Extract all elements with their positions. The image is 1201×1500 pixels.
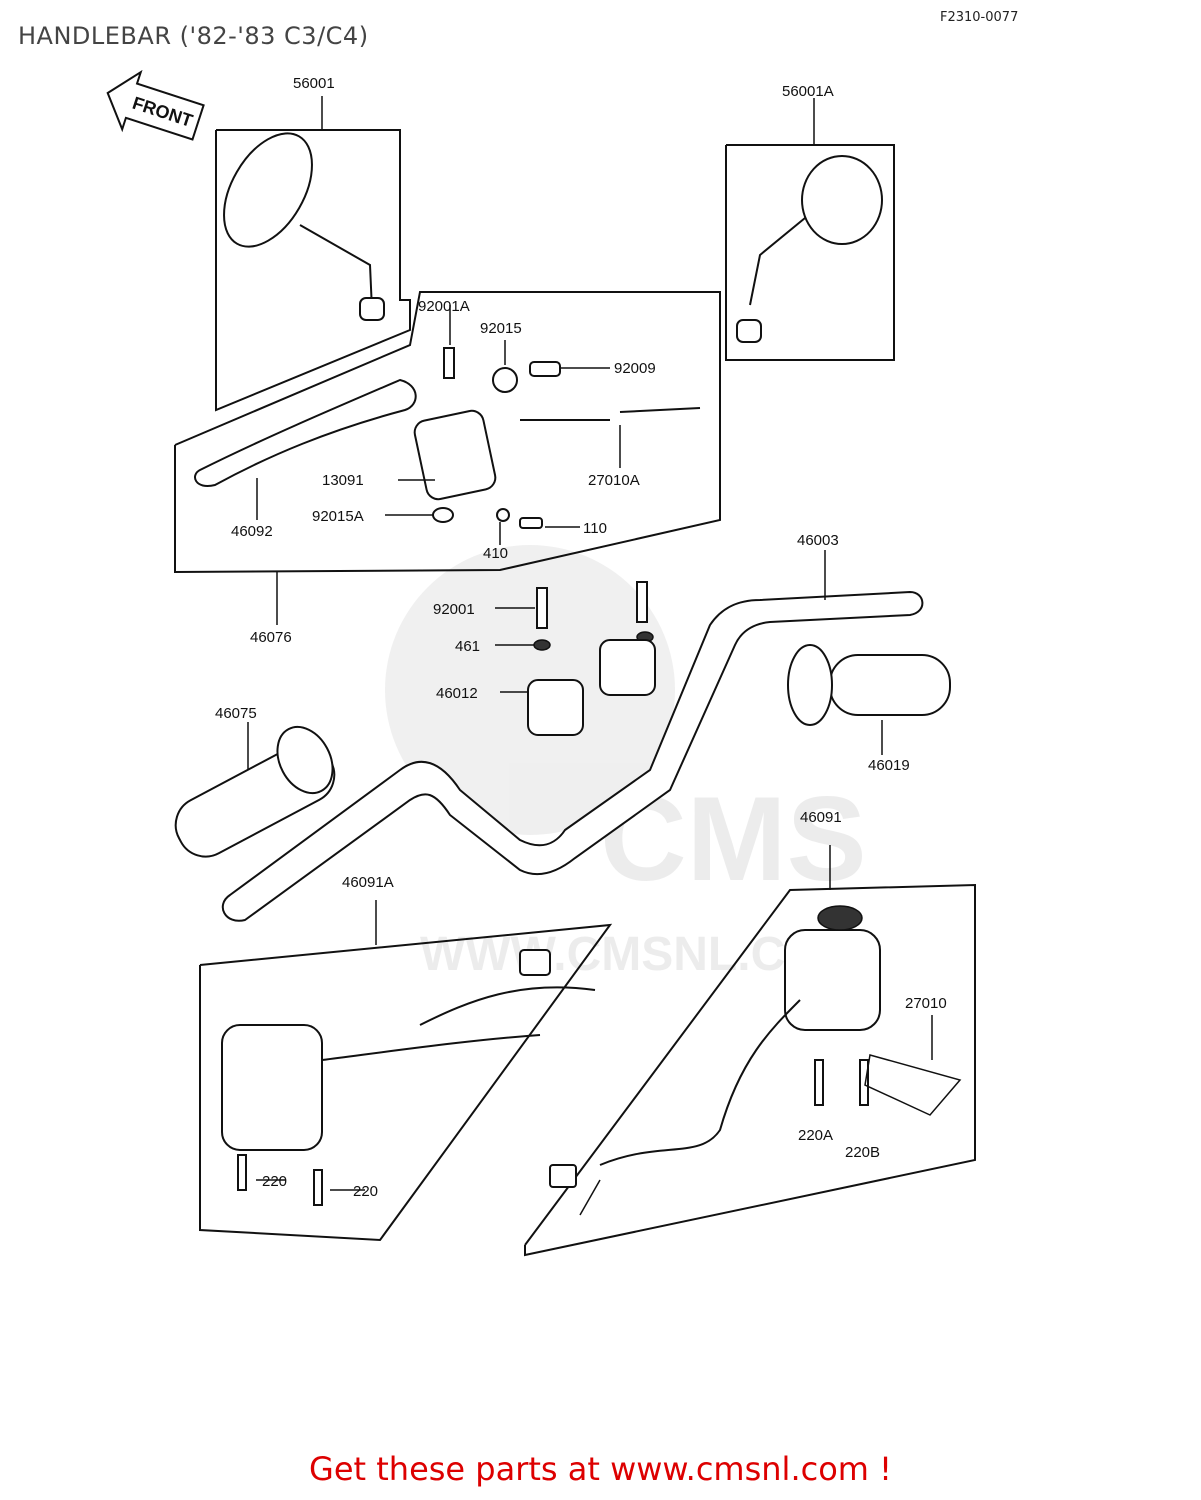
part-label: 110 <box>583 520 607 537</box>
part-label: 46091A <box>342 874 394 891</box>
part-label: 220 <box>353 1183 378 1200</box>
lever-icon <box>194 378 417 487</box>
part-label: 27010A <box>588 472 640 489</box>
part-label: 46019 <box>868 757 910 774</box>
part-label: 92009 <box>614 360 656 377</box>
part-label: 46012 <box>436 685 478 702</box>
part-label: 46076 <box>250 629 292 646</box>
part-label: 46091 <box>800 809 842 826</box>
right-grip-icon <box>787 644 951 755</box>
part-labels: 56001 56001A 92001A 92015 92009 13091 27… <box>215 75 947 1200</box>
part-label: 92001 <box>433 601 475 618</box>
left-switch-housing-icon <box>221 1024 323 1151</box>
right-mirror-group <box>725 98 895 361</box>
left-switch-group <box>199 900 613 1242</box>
diagram-code: F2310-0077 <box>940 10 1019 25</box>
front-arrow: FRONT <box>106 69 205 141</box>
master-cylinder-icon <box>413 409 497 501</box>
part-label: 220A <box>798 1127 833 1144</box>
handlebar-icon <box>221 550 924 922</box>
page-title: HANDLEBAR ('82-'83 C3/C4) <box>18 22 369 50</box>
part-label: 46003 <box>797 532 839 549</box>
part-label: 220 <box>262 1173 287 1190</box>
part-label: 46075 <box>215 705 257 722</box>
part-label: 56001A <box>782 83 834 100</box>
lever-assembly-group <box>174 291 721 625</box>
right-switch-housing-icon <box>784 929 881 1031</box>
part-label: 92015A <box>312 508 364 525</box>
holder-parts <box>495 581 656 736</box>
left-mirror-icon <box>223 132 313 248</box>
part-label: 92015 <box>480 320 522 337</box>
part-label: 220B <box>845 1144 880 1161</box>
part-label: 92001A <box>418 298 470 315</box>
right-mirror-icon <box>801 155 883 245</box>
left-grip-icon <box>174 722 336 858</box>
part-label: 46092 <box>231 523 273 540</box>
part-label: 13091 <box>322 472 364 489</box>
part-label: 27010 <box>905 995 947 1012</box>
promo-link[interactable]: Get these parts at www.cmsnl.com ! <box>309 1450 892 1488</box>
part-label: 410 <box>483 545 508 562</box>
left-mirror-group <box>215 96 411 412</box>
part-label: 461 <box>455 638 480 655</box>
right-switch-group <box>524 845 976 1257</box>
part-label: 56001 <box>293 75 335 92</box>
